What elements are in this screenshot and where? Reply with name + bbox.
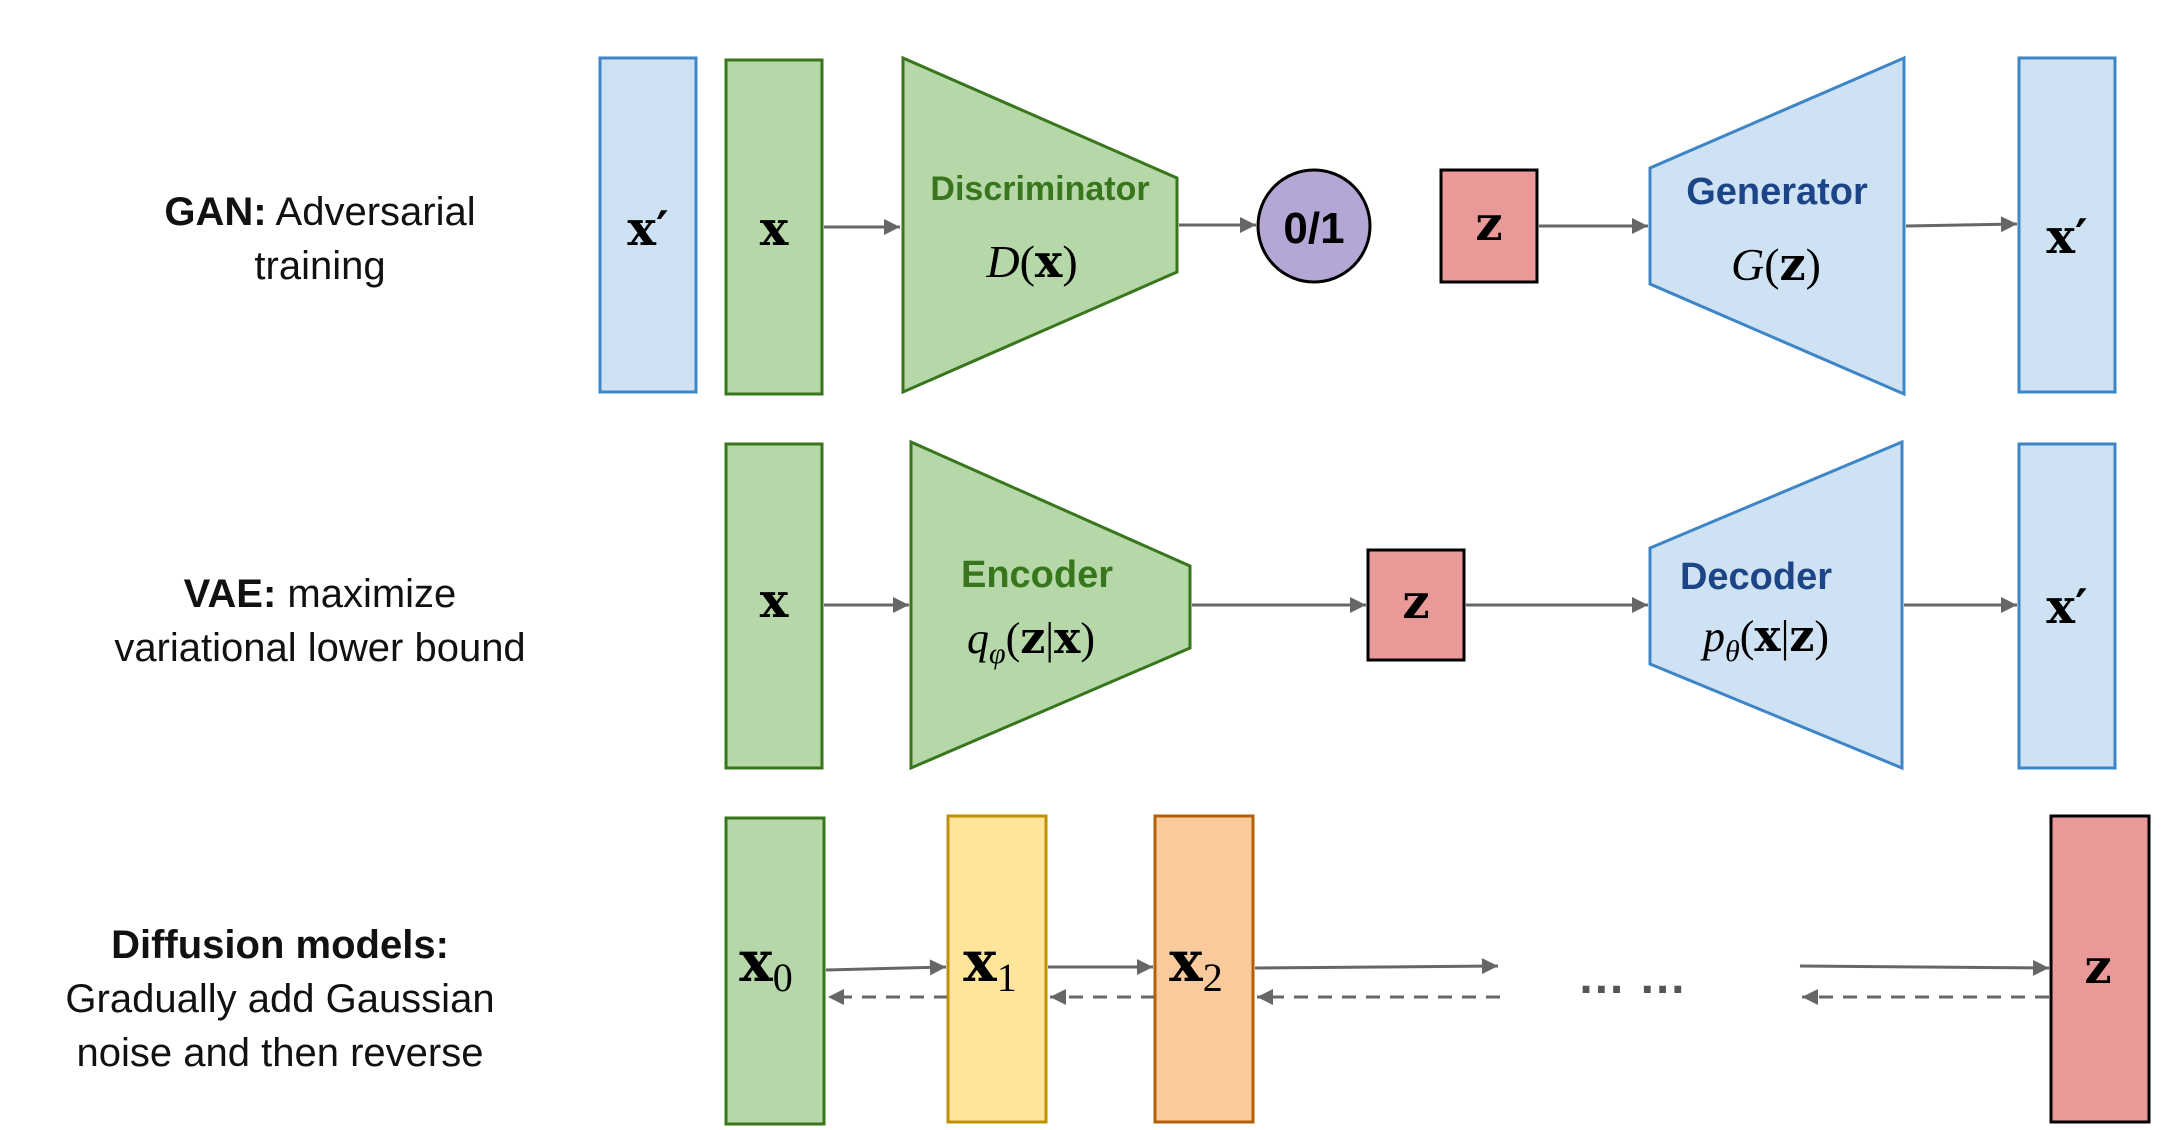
diffusion-forward-arrow-1 — [825, 959, 947, 976]
gan-latent-label: z — [1475, 196, 1502, 252]
diffusion-latent-box — [2049, 814, 2151, 1124]
gan-generated-sample-label: x′ — [2046, 209, 2087, 265]
gan-fake-sample-label: x′ — [627, 201, 668, 257]
vae-latent-label: z — [1402, 574, 1429, 630]
gan-label-rest: Adversarial — [266, 190, 476, 234]
vae-input-box — [724, 442, 824, 770]
gan-row: x′ x Discriminator D(x) 0/1 z Generator … — [598, 55, 2117, 397]
vae-latent-box — [1366, 548, 1466, 662]
diffusion-row: x0 x1 x2 … … z — [724, 814, 2151, 1126]
vae-row-label: VAE: maximize variational lower bound — [80, 567, 560, 675]
gan-label-bold: GAN: — [164, 190, 267, 234]
diffusion-forward-arrow-4 — [1799, 959, 2050, 976]
vae-output-label: x′ — [2046, 579, 2087, 635]
diffusion-latent-label: z — [2084, 939, 2111, 995]
diffusion-x0-box — [724, 816, 826, 1126]
encoder-block — [909, 439, 1192, 771]
gan-arrow-to-generated — [1905, 216, 2018, 233]
diffusion-label-line1: Diffusion models: — [111, 923, 449, 967]
encoder-formula: qφ(z|x) — [967, 613, 1095, 670]
discriminator-block — [901, 55, 1179, 395]
diffusion-ellipsis: … … — [1577, 951, 1686, 1004]
gan-row-label: GAN: Adversarial training — [100, 185, 540, 293]
gan-real-sample-label: x — [760, 201, 789, 257]
discriminator-formula: D(x) — [985, 234, 1077, 288]
diffusion-row-label: Diffusion models: Gradually add Gaussian… — [20, 918, 540, 1080]
vae-label-rest: maximize — [276, 572, 457, 616]
generator-title: Generator — [1686, 171, 1868, 213]
vae-output-box — [2017, 442, 2117, 770]
vae-row: x Encoder qφ(z|x) z Decoder pθ(x|z) x′ — [724, 439, 2117, 771]
decoder-title: Decoder — [1680, 556, 1832, 598]
vae-label-bold: VAE: — [183, 572, 277, 616]
diffusion-x2-label: x2 — [1169, 929, 1222, 1000]
diffusion-label-line2: Gradually add Gaussian — [65, 977, 495, 1021]
diffusion-x2-box — [1153, 814, 1255, 1124]
vae-label-line2: variational lower bound — [114, 626, 526, 670]
vae-input-label: x — [760, 573, 789, 629]
gan-generated-sample-box — [2017, 56, 2117, 394]
generator-block — [1648, 55, 1906, 397]
gan-latent-box — [1439, 168, 1539, 284]
generator-formula: G(z) — [1731, 237, 1821, 291]
gan-fake-sample-box — [598, 56, 698, 394]
discriminator-output-label: 0/1 — [1283, 204, 1344, 253]
gan-label-line2: training — [254, 244, 386, 288]
gan-real-sample-box — [724, 58, 824, 396]
diffusion-forward-arrow-3 — [1254, 958, 1499, 975]
discriminator-output-circle — [1256, 168, 1372, 284]
decoder-block — [1648, 439, 1904, 771]
discriminator-title: Discriminator — [930, 170, 1149, 208]
encoder-title: Encoder — [961, 554, 1113, 596]
diffusion-x1-box — [946, 814, 1048, 1124]
diffusion-label-line3: noise and then reverse — [76, 1031, 484, 1075]
decoder-formula: pθ(x|z) — [1700, 611, 1829, 668]
